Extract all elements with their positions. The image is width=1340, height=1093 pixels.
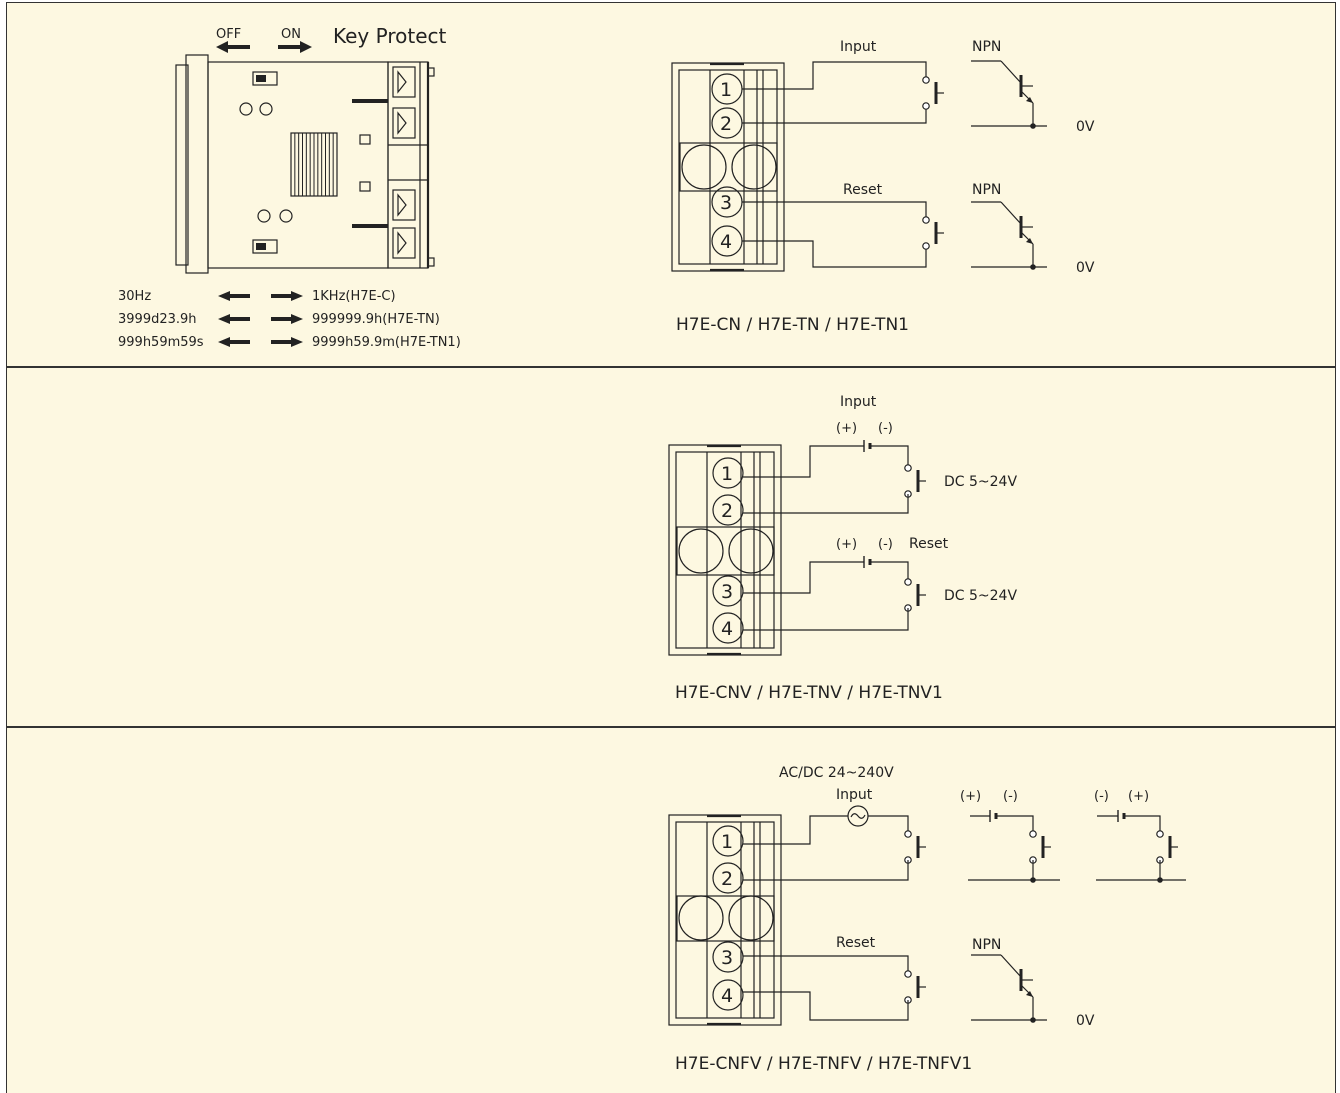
- p1-input-label: Input: [840, 39, 877, 55]
- p3-npn-label: NPN: [972, 937, 1001, 953]
- p2-plus-2: (+): [836, 537, 857, 552]
- terminal-1: 1: [720, 79, 732, 101]
- p2-caption: H7E-CNV / H7E-TNV / H7E-TNV1: [675, 683, 943, 703]
- p2-dc-label-1: DC 5~24V: [944, 474, 1017, 490]
- p2-dc-label-2: DC 5~24V: [944, 588, 1017, 604]
- off-label: OFF: [216, 27, 241, 42]
- p3-terminal-1: 1: [721, 831, 733, 853]
- p3-input-label: Input: [836, 787, 873, 803]
- p2-plus-1: (+): [836, 421, 857, 436]
- on-label: ON: [281, 27, 301, 42]
- p3-minus-2: (-): [1094, 789, 1109, 804]
- row1-off: 30Hz: [118, 289, 151, 304]
- arrow-left-icon: [216, 41, 250, 53]
- p3-caption: H7E-CNFV / H7E-TNFV / H7E-TNFV1: [675, 1054, 972, 1074]
- terminal-3: 3: [720, 192, 732, 214]
- p3-reset-label: Reset: [836, 935, 876, 951]
- p3-terminal-3: 3: [721, 947, 733, 969]
- p3-terminal-4: 4: [721, 985, 733, 1007]
- p3-acdc-label: AC/DC 24~240V: [779, 765, 894, 781]
- p1-zerov-label-1: 0V: [1076, 119, 1095, 135]
- terminal-2: 2: [720, 113, 732, 135]
- p3-plus-1: (+): [960, 789, 981, 804]
- p3-minus-1: (-): [1003, 789, 1018, 804]
- device-side-view: [175, 54, 435, 274]
- p1-npn-label-1: NPN: [972, 39, 1001, 55]
- arrow-right-icon: [278, 41, 312, 53]
- panel3-wiring: 1 2 3 4 AC/DC 24~240V Input (+) (-): [668, 765, 1186, 1074]
- p2-minus-2: (-): [878, 537, 893, 552]
- p2-input-label: Input: [840, 394, 877, 410]
- row3-on: 9999h59.9m(H7E-TN1): [312, 335, 461, 350]
- p1-zerov-label-2: 0V: [1076, 260, 1095, 276]
- panel1-wiring: 1 2 3 4 Input Reset NPN 0V NPN 0V H7E-CN…: [671, 39, 1095, 335]
- row1-on: 1KHz(H7E-C): [312, 289, 396, 304]
- p3-plus-2: (+): [1128, 789, 1149, 804]
- panel-voltage-wiring: [6, 367, 1336, 727]
- legend-arrows: [218, 291, 303, 347]
- p1-caption: H7E-CN / H7E-TN / H7E-TN1: [676, 315, 909, 335]
- p1-reset-label: Reset: [843, 182, 883, 198]
- terminal-4: 4: [720, 231, 732, 253]
- p2-reset-label: Reset: [909, 536, 949, 552]
- p2-terminal-2: 2: [721, 500, 733, 522]
- row2-off: 3999d23.9h: [118, 312, 197, 327]
- key-protect-section: OFF ON Key Protect: [118, 24, 461, 350]
- panel2-wiring: 1 2 3 4 Input (+) (-) DC 5~24V (+) (-) R…: [668, 394, 1017, 703]
- panel-free-voltage-wiring: [6, 727, 1336, 1093]
- p2-terminal-1: 1: [721, 463, 733, 485]
- row2-on: 999999.9h(H7E-TN): [312, 312, 440, 327]
- row3-off: 999h59m59s: [118, 335, 204, 350]
- p2-terminal-4: 4: [721, 618, 733, 640]
- p3-zerov-label: 0V: [1076, 1013, 1095, 1029]
- p2-minus-1: (-): [878, 421, 893, 436]
- ac-source-icon: [847, 805, 869, 827]
- key-protect-title: Key Protect: [333, 24, 446, 48]
- p3-terminal-2: 2: [721, 868, 733, 890]
- p1-npn-label-2: NPN: [972, 182, 1001, 198]
- panel-npn-wiring: [6, 2, 1336, 367]
- p2-terminal-3: 3: [721, 581, 733, 603]
